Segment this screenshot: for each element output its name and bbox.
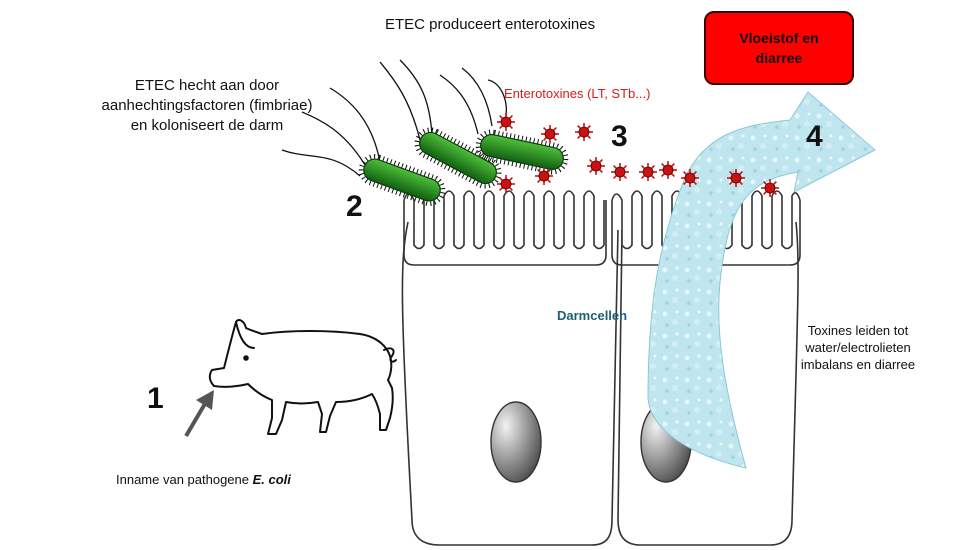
step-number-4: 4 — [806, 120, 823, 153]
pig-icon — [208, 319, 397, 435]
bacterium-icon — [475, 129, 569, 175]
toxin-star-icon — [681, 169, 699, 187]
vloeistof-label: Vloeistof en diarree — [739, 30, 819, 66]
toxines-label: Toxines leiden tot water/electrolieten i… — [800, 323, 916, 372]
toxin-star-icon — [497, 175, 515, 193]
toxin-star-icon — [639, 163, 657, 181]
intestinal-cell-left — [401, 190, 619, 546]
toxin-star-icon — [611, 163, 629, 181]
vloeistof-box: Vloeistof en diarree — [704, 11, 854, 85]
step-number-2: 2 — [346, 190, 363, 223]
toxin-star-icon — [659, 161, 677, 179]
inname-ecoli: E. coli — [252, 472, 291, 487]
toxin-star-icon — [541, 125, 559, 143]
step-number-3: 3 — [611, 120, 628, 153]
nucleus-left — [490, 401, 542, 483]
enterotoxines-label: Enterotoxines (LT, STb...) — [504, 86, 651, 101]
diagram-title: ETEC produceert enterotoxines — [385, 16, 596, 33]
toxins — [497, 113, 779, 197]
toxin-star-icon — [761, 179, 779, 197]
step-number-1: 1 — [147, 382, 164, 415]
toxin-star-icon — [727, 169, 745, 187]
darmcellen-label: Darmcellen — [557, 308, 628, 323]
bacterium-icon — [414, 127, 502, 189]
toxin-star-icon — [587, 157, 605, 175]
toxin-star-icon — [497, 113, 515, 131]
attachment-label: ETEC hecht aan door aanhechtingsfactoren… — [101, 77, 313, 134]
arrow-icon — [184, 390, 214, 438]
toxin-star-icon — [535, 167, 553, 185]
inname-label: Inname van pathogene E. coli — [116, 472, 291, 487]
bacterium-icon — [358, 154, 446, 206]
inname-prefix: Inname van pathogene — [116, 472, 253, 487]
toxin-star-icon — [575, 123, 593, 141]
